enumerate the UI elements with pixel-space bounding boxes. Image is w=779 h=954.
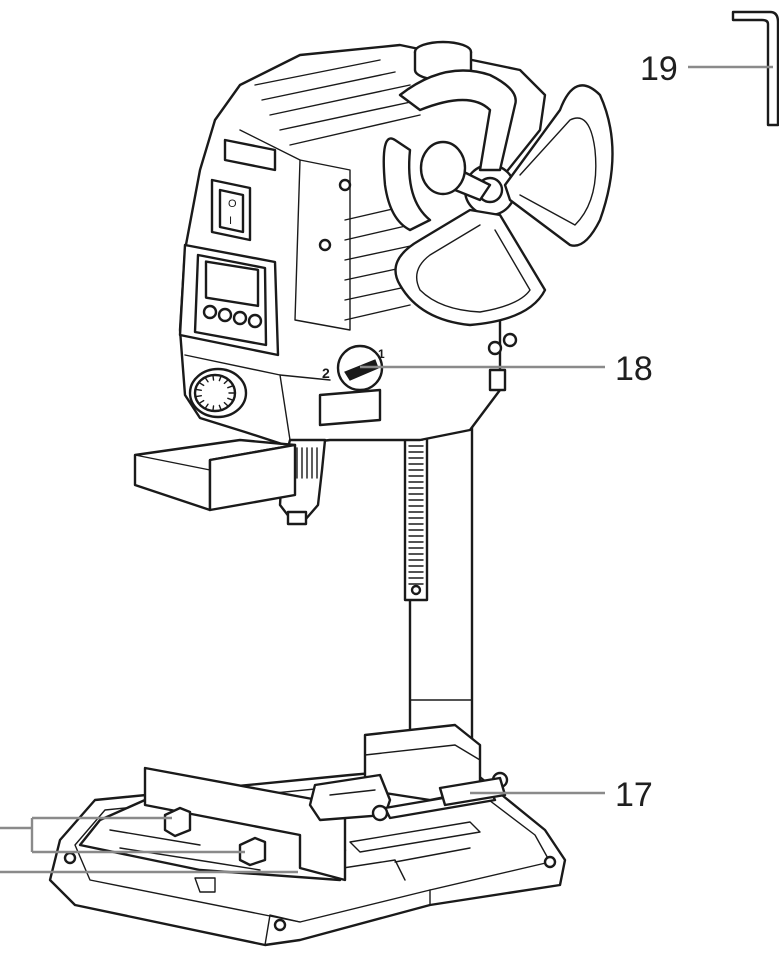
switch-mark-off: O [228, 198, 237, 210]
callout-17: 17 [615, 776, 653, 814]
selector-mark-1: 1 [378, 347, 385, 361]
rack [403, 418, 429, 602]
switch-mark-on: I [229, 215, 232, 227]
selector-mark-2: 2 [322, 365, 330, 381]
callout-18: 18 [615, 350, 653, 388]
callout-19: 19 [640, 50, 678, 88]
feed-handwheel [382, 69, 614, 327]
speed-dial [188, 367, 248, 419]
callout-labels: 19 18 17 [615, 50, 678, 814]
speed-display-panel [178, 243, 280, 357]
power-switch: O I [210, 178, 252, 242]
leader-left-upper [0, 816, 245, 854]
hex-key [731, 10, 779, 127]
callout-leaders [0, 65, 773, 874]
chip-tray [133, 438, 297, 512]
